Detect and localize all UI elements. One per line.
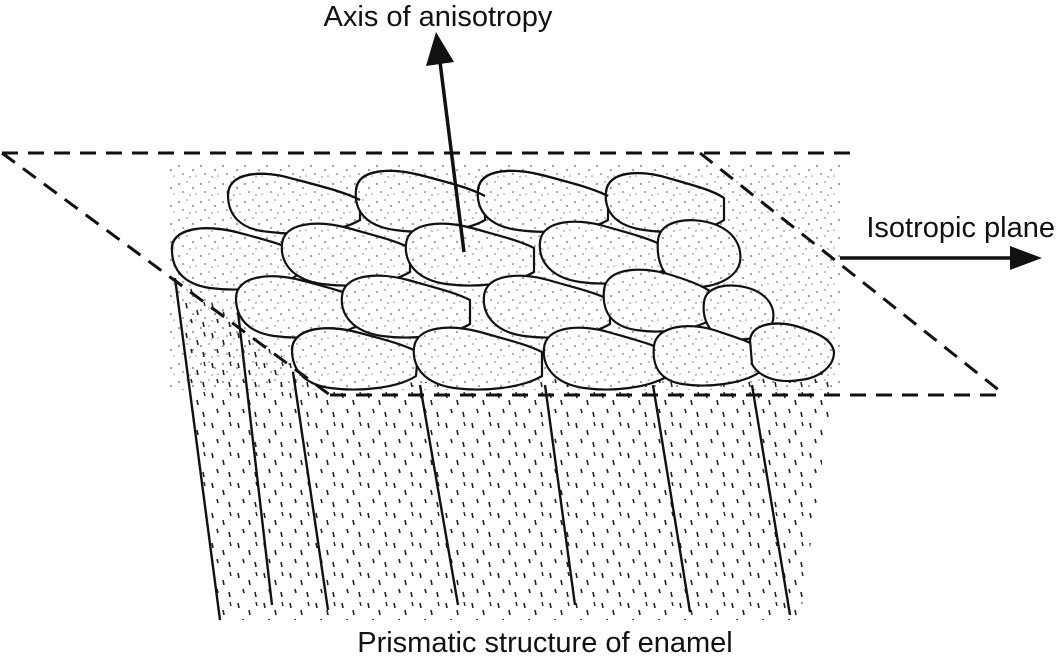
rod-stipple — [170, 165, 840, 390]
isotropic-plane-arrow — [840, 246, 1042, 270]
diagram-caption: Prismatic structure of enamel — [357, 627, 733, 659]
prism-body-texture — [175, 275, 835, 620]
isotropic-plane-outline — [1, 151, 1006, 397]
rod-outlines — [170, 169, 836, 353]
axis-of-anisotropy-arrow — [426, 32, 466, 253]
axis-of-anisotropy-label: Axis of anisotropy — [324, 1, 553, 33]
isotropic-plane-label: Isotropic plane — [866, 212, 1055, 244]
